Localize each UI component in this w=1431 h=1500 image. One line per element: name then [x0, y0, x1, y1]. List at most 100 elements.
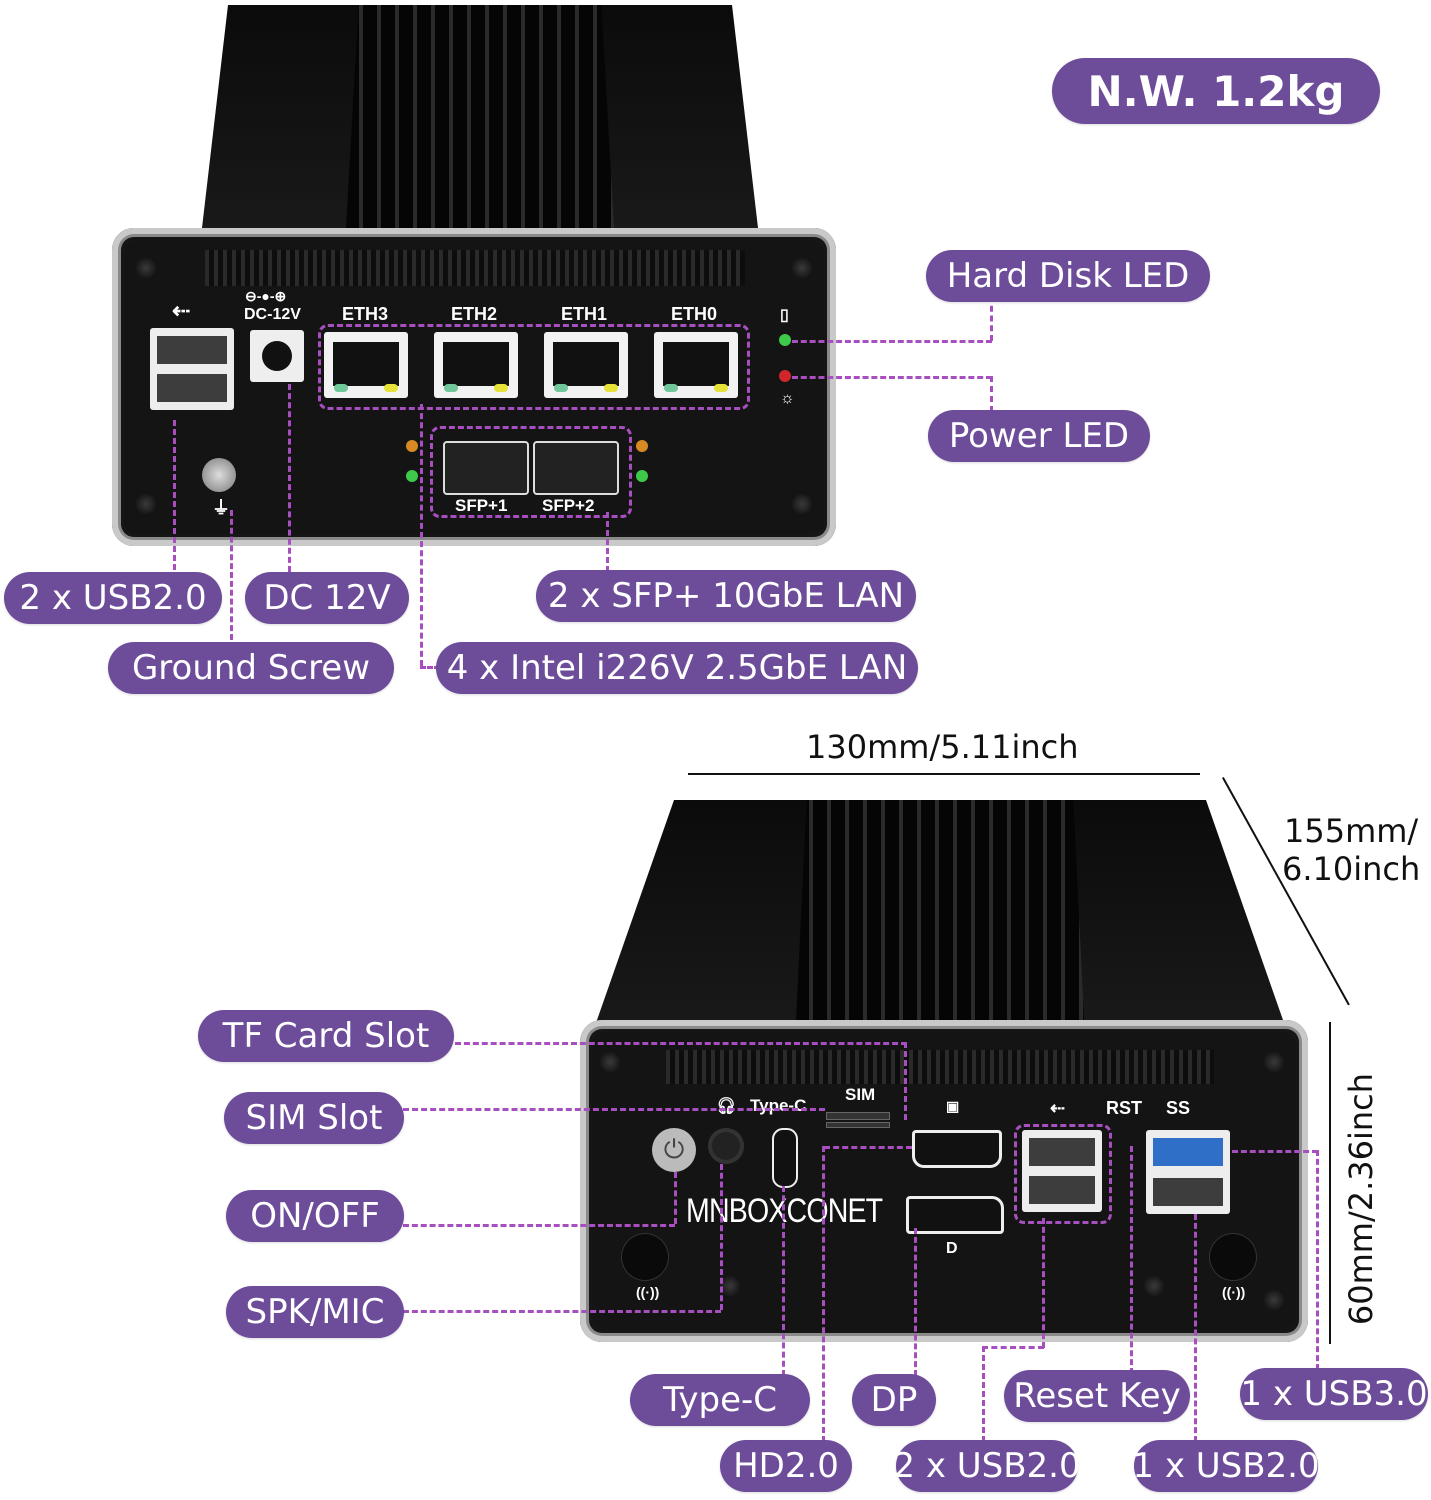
dimension-width: 130mm/5.11inch	[806, 728, 1079, 766]
hdd-led	[779, 334, 791, 346]
callout-dp: DP	[852, 1374, 936, 1426]
leader	[822, 1146, 825, 1442]
dc-label: DC-12V	[244, 306, 301, 323]
sim-slot	[826, 1112, 890, 1120]
eth2-label: ETH2	[451, 304, 498, 324]
tf-slot	[826, 1122, 890, 1128]
leader	[982, 1346, 1044, 1349]
eth2-port	[434, 332, 518, 398]
eth0-label: ETH0	[671, 304, 718, 324]
leader	[1130, 1146, 1133, 1374]
leader	[982, 1346, 985, 1442]
leader	[420, 666, 440, 669]
leader	[990, 376, 993, 412]
power-button: ⏻	[652, 1128, 696, 1172]
wifi-icon: ((·))	[1222, 1284, 1246, 1300]
eth1-port	[544, 332, 628, 398]
sfp2-label: SFP+2	[542, 496, 595, 515]
sfp1-label: SFP+1	[455, 496, 508, 515]
eth0-port	[654, 332, 738, 398]
weight-badge: N.W. 1.2kg	[1052, 58, 1380, 124]
leader	[904, 1042, 907, 1120]
screw	[792, 258, 812, 278]
leader	[720, 1164, 723, 1310]
eth3-label: ETH3	[342, 304, 389, 324]
headset-icon: 🎧︎	[716, 1098, 737, 1115]
callout-tf-card-slot: TF Card Slot	[198, 1010, 454, 1062]
power-led	[779, 370, 791, 382]
leader	[990, 296, 993, 341]
dimension-height: 60mm/2.36inch	[1342, 1072, 1380, 1326]
callout-1x-usb2: 1 x USB2.0	[1132, 1440, 1320, 1492]
top-device-heatsink	[345, 5, 615, 245]
callout-spk-mic: SPK/MIC	[226, 1286, 404, 1338]
dimension-width-line	[688, 773, 1200, 775]
leader	[455, 1042, 907, 1045]
leader	[606, 512, 609, 572]
leader	[403, 1224, 675, 1227]
hdmi-port	[912, 1130, 1002, 1168]
leader	[1232, 1150, 1318, 1153]
dp-icon: D	[946, 1240, 958, 1257]
ground-screw	[202, 458, 236, 492]
antenna-left	[622, 1234, 668, 1280]
top-device-vent	[205, 250, 745, 286]
callout-usb2: 2 x USB2.0	[4, 572, 222, 624]
ground-icon: ⏚	[212, 498, 230, 518]
callout-sim-slot: SIM Slot	[224, 1092, 404, 1144]
sfp1-led-amber	[406, 440, 418, 452]
callout-lan: 4 x Intel i226V 2.5GbE LAN	[436, 642, 918, 694]
screw	[136, 258, 156, 278]
sfp2-led-green	[636, 470, 648, 482]
leader	[1194, 1214, 1197, 1442]
bottom-usb2-dual-port	[1022, 1130, 1102, 1212]
leader	[792, 340, 992, 343]
dimension-depth-line1: 155mm/	[1284, 812, 1419, 850]
leader	[914, 1228, 917, 1376]
top-usb2-port	[150, 328, 234, 410]
eth1-label: ETH1	[561, 304, 608, 324]
leader	[1042, 1218, 1045, 1348]
hdd-icon: ▯	[780, 307, 789, 324]
leader	[230, 510, 233, 640]
typec-label: Type-C	[750, 1096, 807, 1115]
sim-label: SIM	[845, 1085, 876, 1104]
screw	[600, 1052, 620, 1072]
audio-jack	[708, 1128, 744, 1164]
sfp2-port	[533, 441, 619, 495]
leader	[288, 384, 291, 572]
dc-polarity-icon: ⊖-●-⊕	[245, 288, 287, 304]
screw	[136, 494, 156, 514]
bottom-device-heatsink	[795, 800, 1085, 1040]
callout-dc12v: DC 12V	[245, 572, 409, 624]
leader	[1316, 1150, 1319, 1370]
eth3-port	[324, 332, 408, 398]
leader	[403, 1310, 721, 1313]
ss-usb-label: SS	[1166, 1098, 1191, 1118]
callout-hd: HD2.0	[720, 1440, 852, 1492]
callout-usb3: 1 x USB3.0	[1240, 1368, 1428, 1420]
wifi-icon: ((·))	[636, 1284, 660, 1300]
sfp1-led-green	[406, 470, 418, 482]
screw	[1264, 1052, 1284, 1072]
leader	[403, 1108, 825, 1111]
screw	[1264, 1290, 1284, 1310]
sfp1-port	[443, 441, 529, 495]
screw	[720, 1276, 740, 1296]
screw	[1144, 1276, 1164, 1296]
dimension-height-line	[1329, 1022, 1331, 1344]
screw	[792, 494, 812, 514]
callout-ground-screw: Ground Screw	[108, 642, 394, 694]
callout-hard-disk-led: Hard Disk LED	[926, 250, 1210, 302]
usb2-group-outline	[1014, 1124, 1112, 1224]
leader	[420, 404, 423, 666]
rst-label: RST	[1106, 1098, 1142, 1118]
dc-jack	[250, 330, 304, 382]
dp-port	[906, 1196, 1004, 1234]
typec-port	[772, 1128, 798, 1188]
lan-group-outline	[318, 324, 750, 410]
callout-type-c: Type-C	[630, 1374, 810, 1426]
callout-2x-usb2: 2 x USB2.0	[893, 1440, 1081, 1492]
callout-reset-key: Reset Key	[1004, 1370, 1190, 1422]
leader	[173, 420, 176, 570]
